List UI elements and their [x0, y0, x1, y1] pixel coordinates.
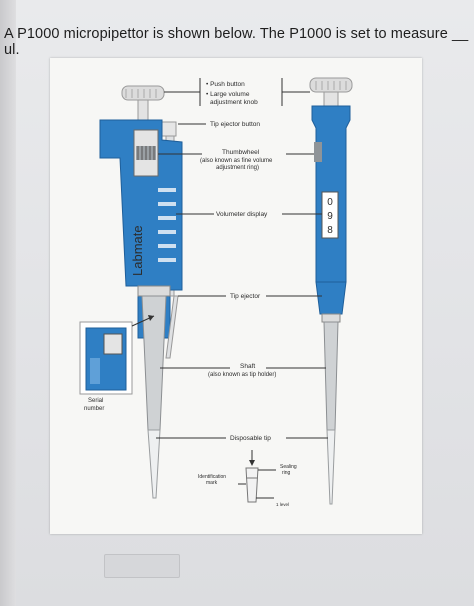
callouts: • Push button • Large volume adjustment … [84, 78, 328, 507]
label-sealing-2: ring [282, 470, 291, 476]
right-pipette: 0 9 8 [309, 77, 353, 505]
left-push-button [121, 85, 165, 101]
volumeter-display [321, 191, 339, 239]
label-serial-2: number [84, 406, 104, 412]
label-serial-1: Serial [88, 398, 103, 404]
left-brand-text: Labmate [130, 225, 145, 276]
label-tip-ejector: Tip ejector [230, 293, 261, 300]
right-disposable-tip [326, 429, 336, 505]
label-sealing-1: Sealing [280, 464, 297, 470]
label-tip-ejector-button: Tip ejector button [210, 121, 260, 128]
display-digit-1: 0 [327, 197, 333, 208]
left-pipette: Labmate [99, 85, 183, 499]
pipette-diagram-svg: Labmate [79, 77, 353, 507]
label-identification-2: mark [206, 480, 218, 486]
left-disposable-tip [147, 429, 161, 499]
label-volumeter-display: Volumeter display [216, 211, 268, 218]
question-text: A P1000 micropipettor is shown below. Th… [4, 26, 469, 58]
pipette-diagram: Labmate [50, 58, 422, 534]
left-margin [0, 0, 16, 606]
label-thumbwheel-1: Thumbwheel [222, 149, 260, 156]
label-large-volume-2: adjustment knob [210, 99, 258, 106]
display-digit-2: 9 [327, 211, 333, 222]
display-digit-3: 8 [327, 225, 333, 236]
serial-inset [79, 315, 155, 395]
label-large-volume-1: • Large volume [206, 91, 250, 98]
label-identification-1: Identification [198, 474, 226, 480]
label-thumbwheel-2: (also known as fine volume [200, 158, 273, 164]
label-push-button: • Push button [206, 81, 245, 88]
label-shaft-2: (also known as tip holder) [208, 372, 276, 378]
label-level: 1 level [276, 502, 289, 507]
right-shaft [323, 321, 339, 431]
label-disposable-tip: Disposable tip [230, 435, 271, 442]
answer-input-box[interactable] [104, 554, 180, 578]
label-thumbwheel-3: adjustment ring) [216, 165, 259, 171]
label-shaft-1: Shaft [240, 363, 255, 370]
